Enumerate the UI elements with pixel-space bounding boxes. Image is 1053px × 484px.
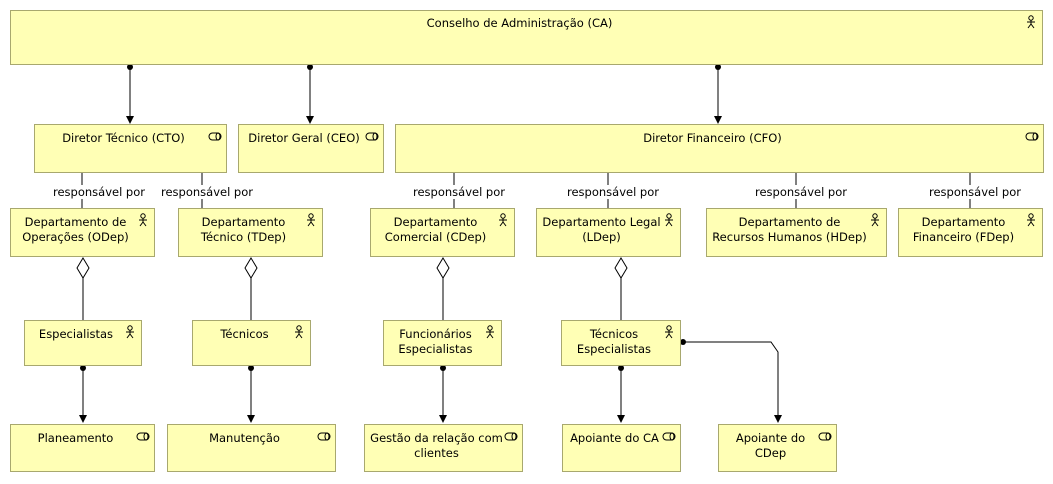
actor-icon	[871, 213, 879, 227]
node-cdep[interactable]: Departamento Comercial (CDep)	[370, 208, 515, 257]
role-icon	[662, 432, 676, 441]
node-apoiante-ca[interactable]: Apoiante do CA	[562, 424, 681, 472]
relation-label: responsável por	[928, 185, 1022, 199]
node-tecnicos-especialistas[interactable]: Técnicos Especialistas	[561, 320, 681, 366]
node-fdep[interactable]: Departamento Financeiro (FDep)	[898, 208, 1043, 257]
assignment-tecesp-apoiante-ca[interactable]	[617, 365, 625, 423]
role-icon	[317, 432, 331, 441]
assignment-tecnicos-manutencao[interactable]	[247, 365, 255, 423]
node-conselho-administracao[interactable]: Conselho de Administração (CA)	[10, 10, 1043, 65]
aggregation-odep-especialistas[interactable]	[76, 257, 90, 320]
assignment-funcionarios-gestao[interactable]	[439, 365, 447, 423]
node-label: Planeamento	[37, 431, 114, 445]
relation-label: responsável por	[754, 185, 848, 199]
node-label: Apoiante do CA	[570, 431, 659, 445]
node-label: Departamento Legal (LDep)	[542, 215, 661, 244]
assignment-ca-cfo[interactable]	[714, 64, 722, 124]
actor-icon	[486, 325, 494, 339]
node-label: Departamento de Recursos Humanos (HDep)	[712, 215, 867, 244]
node-label: Departamento Financeiro (FDep)	[912, 215, 1015, 244]
node-apoiante-cdep[interactable]: Apoiante do CDep	[718, 424, 837, 472]
node-label: Apoiante do CDep	[735, 431, 806, 460]
node-hdep[interactable]: Departamento de Recursos Humanos (HDep)	[706, 208, 887, 257]
node-planeamento[interactable]: Planeamento	[10, 424, 155, 472]
actor-icon	[307, 213, 315, 227]
node-label: Departamento Comercial (CDep)	[384, 215, 487, 244]
node-label: Técnicos	[220, 327, 269, 341]
node-label: Gestão da relação com clientes	[370, 431, 503, 460]
relation-label: responsável por	[160, 185, 254, 199]
node-tecnicos[interactable]: Técnicos	[192, 320, 311, 366]
node-label: Funcionários Especialistas	[398, 327, 473, 356]
node-ceo[interactable]: Diretor Geral (CEO)	[238, 124, 384, 173]
role-icon	[1025, 132, 1039, 141]
node-gestao-relacao-clientes[interactable]: Gestão da relação com clientes	[364, 424, 523, 472]
aggregation-ldep-tecnicos-especialistas[interactable]	[614, 257, 628, 320]
assignment-ca-ceo[interactable]	[306, 64, 314, 124]
node-label: Técnicos Especialistas	[576, 327, 652, 356]
actor-icon	[139, 213, 147, 227]
actor-icon	[295, 325, 303, 339]
assignment-ca-cto[interactable]	[126, 64, 134, 124]
node-funcionarios-especialistas[interactable]: Funcionários Especialistas	[383, 320, 502, 366]
node-manutencao[interactable]: Manutenção	[167, 424, 336, 472]
node-label: Diretor Técnico (CTO)	[62, 131, 185, 145]
node-especialistas[interactable]: Especialistas	[24, 320, 142, 366]
aggregation-cdep-funcionarios[interactable]	[436, 257, 450, 320]
actor-icon	[126, 325, 134, 339]
node-odep[interactable]: Departamento de Operações (ODep)	[10, 208, 155, 257]
node-label: Conselho de Administração (CA)	[426, 16, 613, 30]
actor-icon	[1027, 213, 1035, 227]
assignment-especialistas-planeamento[interactable]	[79, 365, 87, 423]
node-label: Manutenção	[209, 431, 280, 445]
assignment-tecesp-apoiante-cdep[interactable]	[680, 339, 782, 423]
node-cto[interactable]: Diretor Técnico (CTO)	[34, 124, 227, 173]
role-icon	[365, 132, 379, 141]
node-label: Departamento Técnico (TDep)	[200, 215, 287, 244]
node-ldep[interactable]: Departamento Legal (LDep)	[536, 208, 681, 257]
node-label: Diretor Financeiro (CFO)	[643, 131, 782, 145]
node-tdep[interactable]: Departamento Técnico (TDep)	[178, 208, 323, 257]
role-icon	[818, 432, 832, 441]
relation-label: responsável por	[52, 185, 146, 199]
actor-icon	[499, 213, 507, 227]
relation-label: responsável por	[566, 185, 660, 199]
actor-icon	[665, 213, 673, 227]
node-cfo[interactable]: Diretor Financeiro (CFO)	[395, 124, 1044, 173]
role-icon	[136, 432, 150, 441]
aggregation-tdep-tecnicos[interactable]	[244, 257, 258, 320]
actor-icon	[1027, 15, 1035, 29]
role-icon	[504, 432, 518, 441]
node-label: Diretor Geral (CEO)	[248, 131, 360, 145]
role-icon	[208, 132, 222, 141]
relation-label: responsável por	[412, 185, 506, 199]
actor-icon	[665, 325, 673, 339]
node-label: Departamento de Operações (ODep)	[22, 215, 129, 244]
node-label: Especialistas	[38, 327, 114, 341]
